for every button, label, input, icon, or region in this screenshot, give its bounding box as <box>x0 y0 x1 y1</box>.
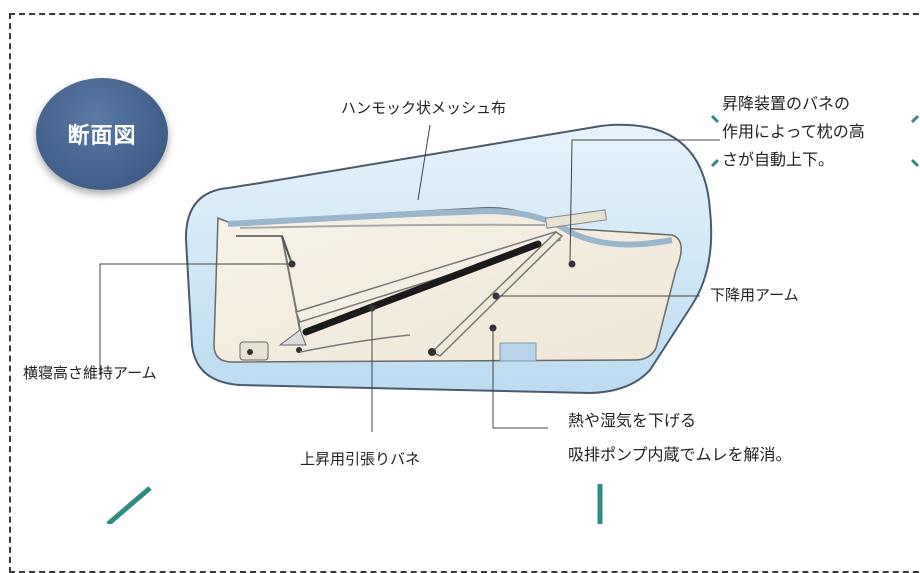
leader-lift <box>569 139 720 263</box>
arrow-mark-right-bot <box>910 158 920 168</box>
leader-mesh <box>417 124 431 201</box>
label-side-height-arm: 横寝高さ維持アーム <box>23 364 157 382</box>
note-pump-line-2: 吸排ポンプ内蔵でムレを解消。 <box>568 445 792 464</box>
base-bracket <box>278 329 307 346</box>
pillow-cross-section <box>99 114 920 524</box>
accent-line-left <box>106 486 152 524</box>
label-lowering-arm: 下降用アーム <box>710 286 799 304</box>
note-lift-line-2: 作用によって枕の高 <box>722 122 865 141</box>
lift-spring <box>302 240 542 336</box>
base-block <box>239 341 269 361</box>
hammock-mesh <box>227 207 673 248</box>
label-hammock-mesh: ハンモック状メッシュ布 <box>341 99 507 117</box>
pump-unit <box>499 342 537 362</box>
arrow-mark-left-top <box>710 114 720 124</box>
side-arm-link <box>281 235 293 265</box>
leader-side <box>99 263 292 375</box>
note-lift-line-3: さが自動上下。 <box>722 150 835 169</box>
note-lift-line-1: 昇降装置のバネの <box>722 94 851 113</box>
inner-pivot <box>568 260 576 268</box>
cross-section-badge: 断面図 <box>36 78 168 190</box>
note-pump: 熱や湿気を下げる 吸排ポンプ内蔵でムレを解消。 <box>568 404 792 472</box>
arrow-mark-left-bot <box>710 158 720 168</box>
note-pump-line-1: 熱や湿気を下げる <box>568 411 697 430</box>
arrow-mark-right-top <box>910 114 920 124</box>
note-lift-device: 昇降装置のバネの 作用によって枕の高 さが自動上下。 <box>722 90 865 174</box>
top-plate <box>545 209 607 229</box>
leader-pump <box>492 328 548 429</box>
spring-wire <box>299 334 411 353</box>
label-lift-spring: 上昇用引張りバネ <box>300 450 421 468</box>
upper-arm-plate <box>295 231 562 323</box>
mesh-cloth <box>239 223 546 229</box>
